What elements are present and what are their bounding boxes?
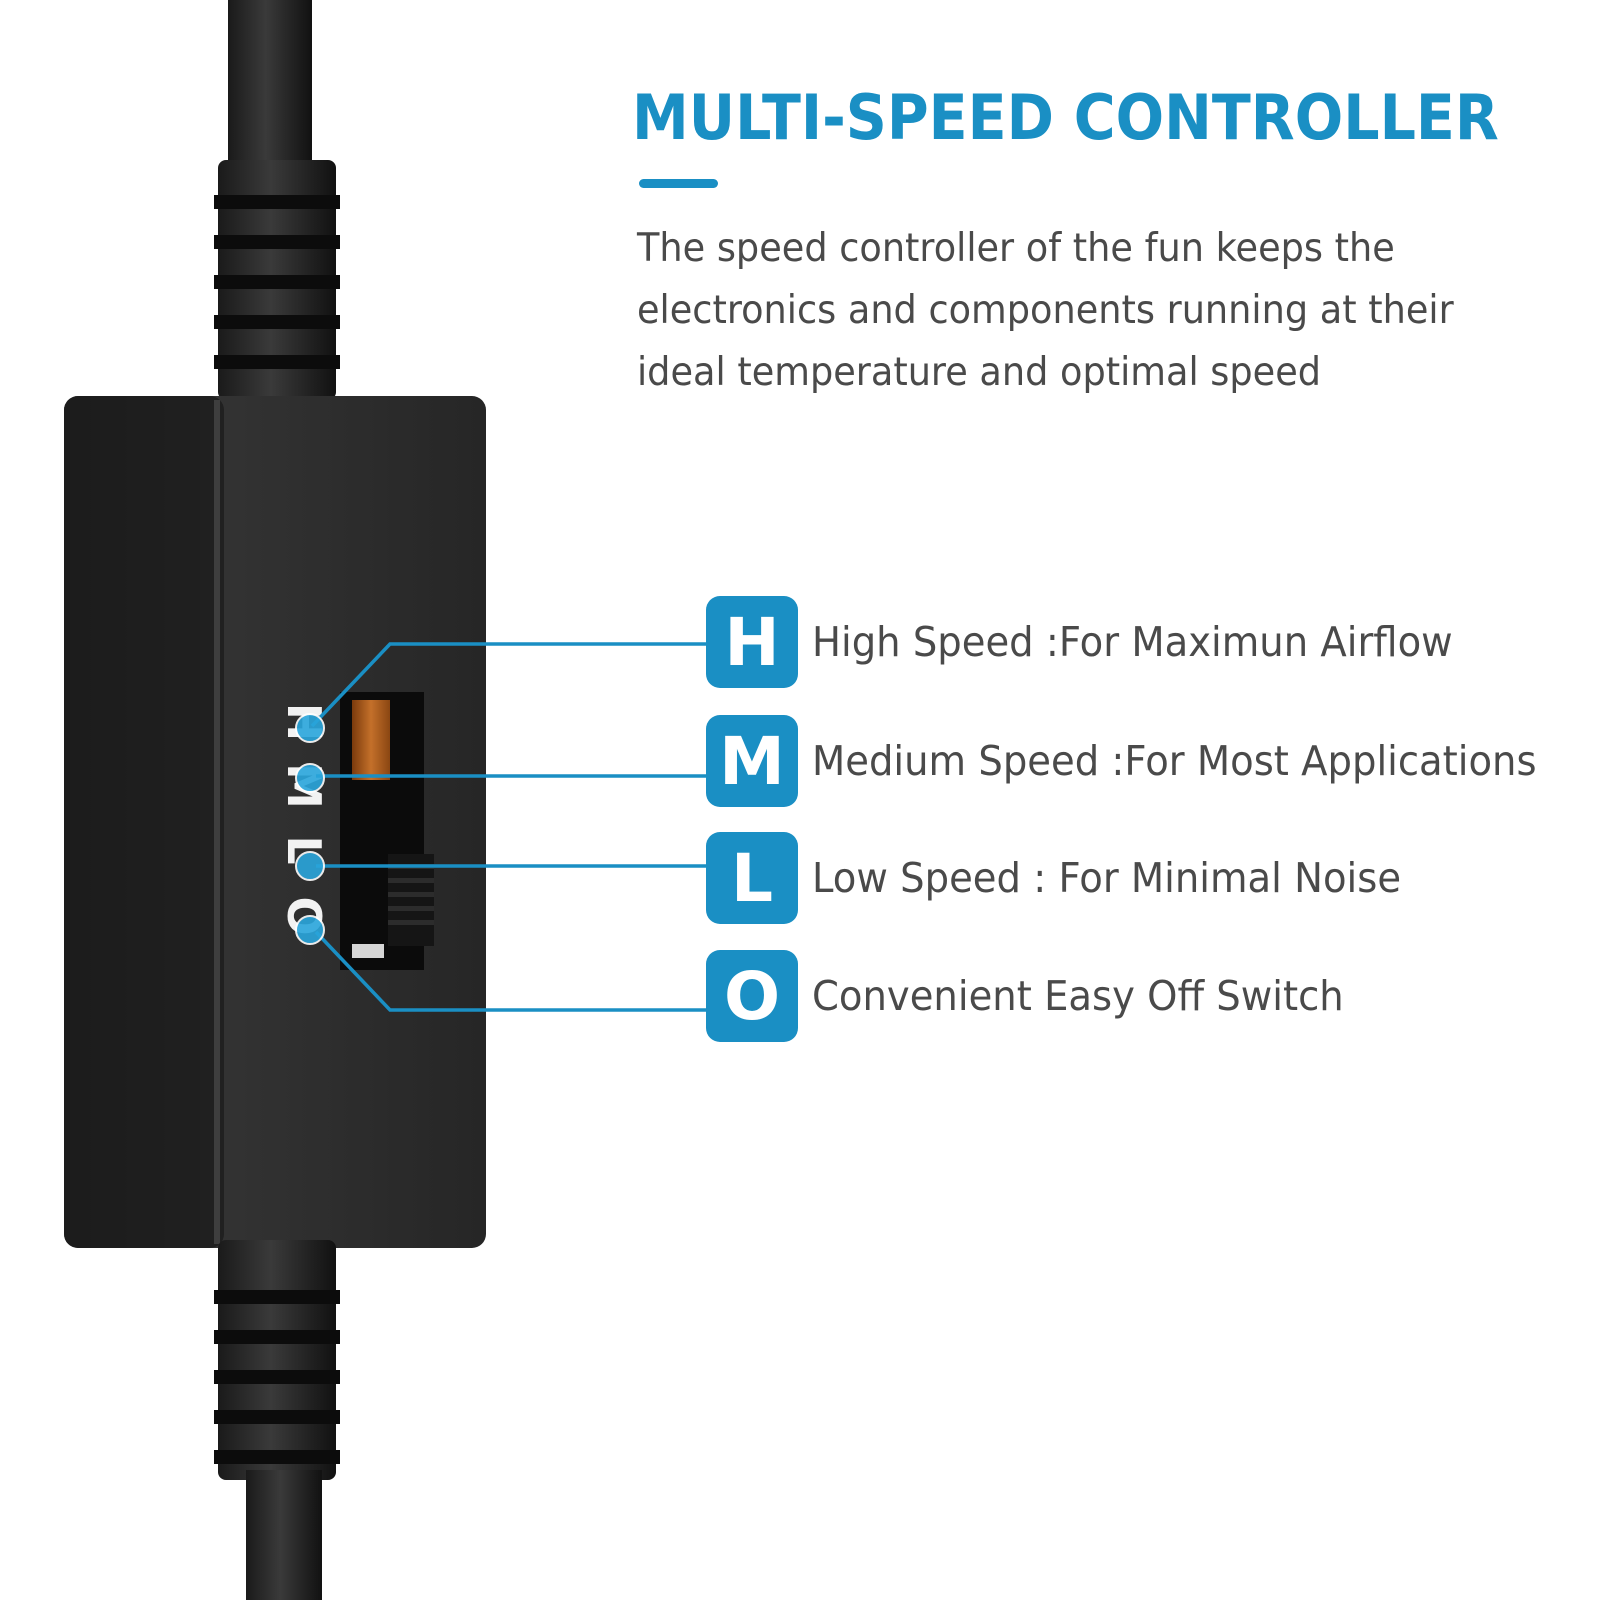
strain-relief-top <box>214 160 340 400</box>
callout-dots <box>295 713 325 945</box>
callout-dot-m <box>295 763 325 793</box>
controller-body <box>64 396 486 1248</box>
mode-label-high: High Speed :For Maximun Airflow <box>812 618 1453 666</box>
mode-label-medium: Medium Speed :For Most Applications <box>812 737 1537 785</box>
title-underline <box>639 179 718 188</box>
mode-badge-m: M <box>706 715 798 807</box>
page-title: MULTI-SPEED CONTROLLER <box>632 81 1499 154</box>
callout-lines <box>310 642 706 1012</box>
cable-top <box>228 0 312 175</box>
mode-badge-o: O <box>706 950 798 1042</box>
callout-dot-h <box>295 713 325 743</box>
callout-dot-l <box>295 851 325 881</box>
mode-badge-h: H <box>706 596 798 688</box>
mode-item-off: O Convenient Easy Off Switch <box>706 950 1378 1042</box>
callout-dot-o <box>295 915 325 945</box>
callout-line-h <box>310 642 706 728</box>
mode-item-medium: M Medium Speed :For Most Applications <box>706 715 1583 807</box>
cable-bottom <box>246 1470 322 1600</box>
callout-line-o <box>314 930 706 1012</box>
mode-label-off: Convenient Easy Off Switch <box>812 972 1344 1020</box>
feature-description: The speed controller of the fun keeps th… <box>637 226 1454 395</box>
mode-label-low: Low Speed : For Minimal Noise <box>812 854 1402 902</box>
slider-knob <box>388 854 434 946</box>
strain-relief-bottom <box>214 1240 340 1480</box>
mode-item-high: H High Speed :For Maximun Airflow <box>706 596 1494 688</box>
slide-switch <box>340 692 434 970</box>
mode-item-low: L Low Speed : For Minimal Noise <box>706 832 1439 924</box>
mode-badge-l: L <box>706 832 798 924</box>
